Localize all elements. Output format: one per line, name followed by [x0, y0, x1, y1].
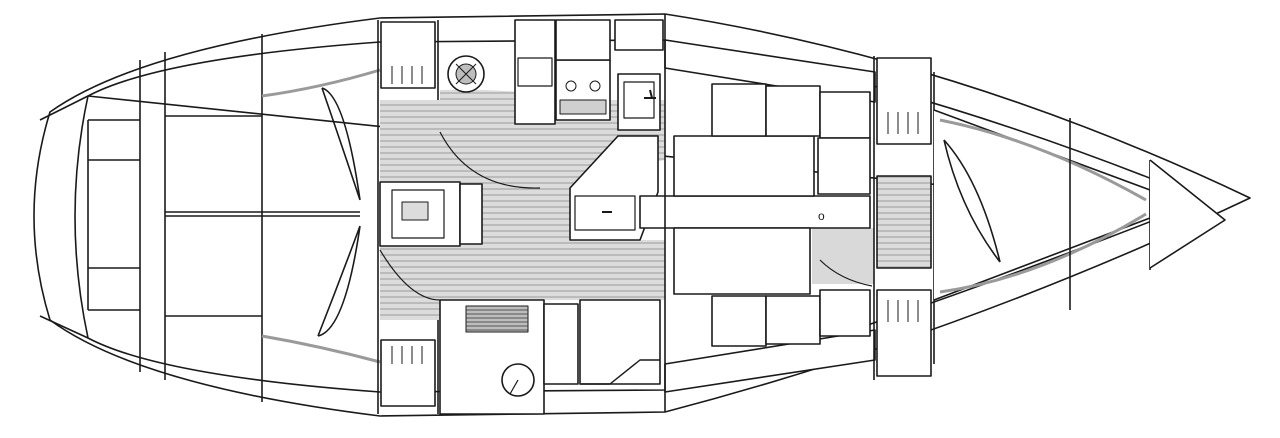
settee-starboard [673, 227, 811, 295]
chart-table-icon [401, 201, 429, 221]
door-arc-3 [819, 259, 873, 287]
head-shower-grate [465, 305, 529, 333]
forward-locker-port [876, 57, 932, 145]
forward-locker-starboard [876, 289, 932, 377]
settee-port [673, 135, 815, 197]
aft-locker-port [380, 21, 436, 89]
forward-sole [812, 228, 874, 284]
berth-cushions-starboard [664, 289, 876, 393]
cabin-sole [380, 89, 665, 320]
forward-door-arc [943, 139, 1001, 263]
door-arc-1 [439, 131, 541, 189]
cockpit-seat-port [261, 68, 381, 98]
companion-door-port [321, 87, 361, 201]
berth-cushions-port [664, 39, 876, 195]
steering-wheel-icon [501, 363, 535, 397]
aft-locker-starboard [380, 339, 436, 407]
door-arc-2 [379, 249, 441, 301]
cockpit-seat-starboard [261, 334, 381, 364]
forward-passage-sole [876, 175, 932, 269]
svg-text:o: o [818, 209, 825, 223]
companion-door-starboard [317, 225, 361, 337]
anchor-locker [1149, 159, 1226, 269]
stern-section [87, 34, 360, 402]
toilet-icon [447, 55, 485, 93]
hull-inner-line [39, 95, 89, 339]
